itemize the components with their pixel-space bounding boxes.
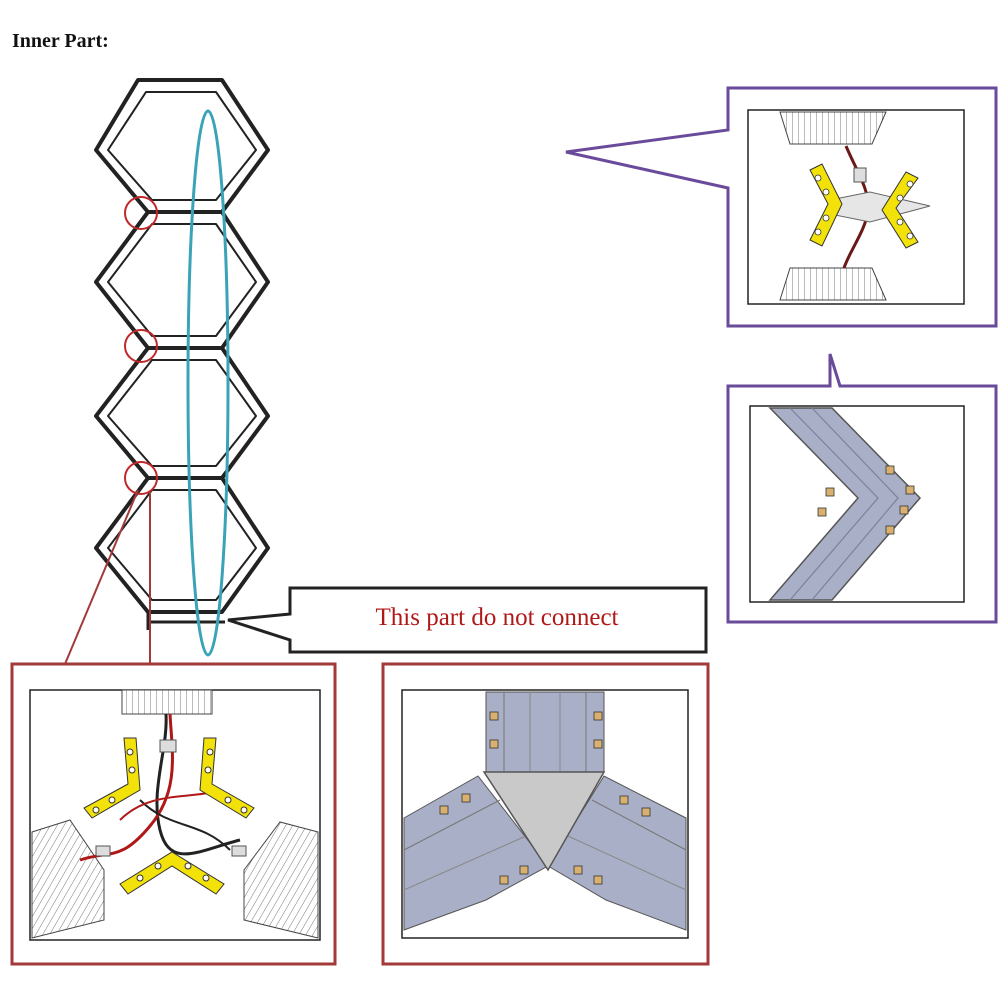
hexagon-stack: [94, 78, 270, 630]
aluminum-profile-icon: [547, 775, 687, 931]
aluminum-profile-icon: [31, 819, 105, 939]
aluminum-profile-icon: [121, 689, 213, 715]
hexagon-2: [94, 210, 270, 350]
led-strip-icon: [199, 737, 255, 819]
aluminum-profile-icon: [243, 821, 319, 939]
detail-box-side-joint: [565, 86, 998, 328]
led-strip-icon: [119, 851, 225, 895]
detail-box-y-joint: [381, 662, 710, 966]
wire-connector-icon: [95, 845, 111, 857]
highlight-circles: [124, 196, 158, 495]
wire-connector-icon: [231, 845, 247, 857]
detail-connector-lines: [64, 489, 151, 665]
highlight-circle-1: [124, 196, 158, 230]
page-title: Inner Part:: [12, 30, 109, 52]
wire-connector-icon: [159, 739, 177, 753]
aluminum-profile-icon: [779, 267, 887, 301]
highlight-circle-3: [124, 461, 158, 495]
aluminum-profile-icon: [403, 775, 549, 931]
aluminum-profile-icon: [485, 691, 605, 773]
aluminum-profile-icon: [779, 111, 887, 145]
callout-bubble: [227, 586, 708, 654]
led-strip-icon: [809, 163, 843, 247]
led-strip-icon: [881, 171, 919, 249]
hexagon-1: [94, 78, 270, 214]
non-connect-ellipse: [186, 109, 230, 657]
detail-box-wiring: [10, 662, 337, 966]
hexagon-4: [94, 476, 270, 614]
detail-box-corner-profile: [726, 353, 998, 624]
callout-text: This part do not connect: [375, 604, 619, 631]
led-strip-icon: [83, 737, 141, 819]
highlight-circle-2: [124, 329, 158, 363]
hexagon-3: [94, 346, 270, 480]
wire-connector-icon: [853, 167, 867, 183]
